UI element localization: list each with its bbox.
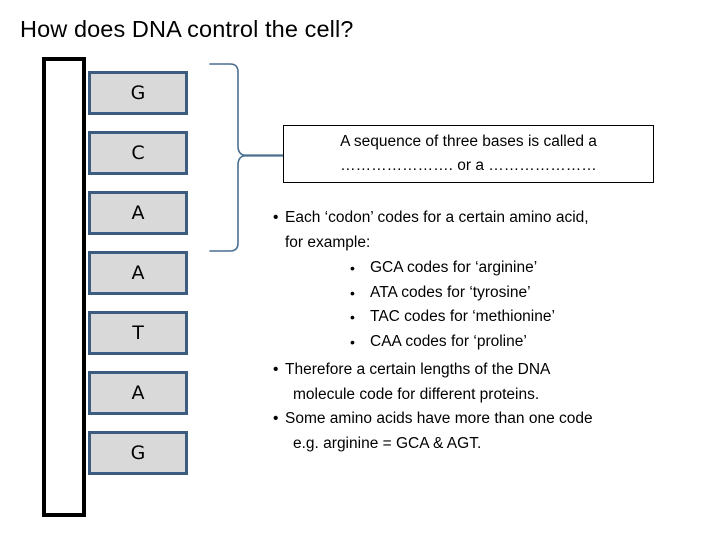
codon-definition-callout: A sequence of three bases is called a ……… — [283, 125, 654, 183]
dna-backbone-strand — [42, 57, 86, 517]
dna-base-stack: G C A A T A G — [88, 71, 188, 491]
base-box-4[interactable]: A — [88, 251, 188, 295]
base-letter: G — [130, 441, 146, 464]
bullet-multiple-codes-line2: e.g. arginine = GCA & AGT. — [293, 434, 482, 452]
base-letter: A — [131, 261, 145, 284]
bullet-codon-intro-line2: for example: — [285, 233, 371, 251]
base-box-7[interactable]: G — [88, 431, 188, 475]
curly-brace-icon — [208, 60, 288, 255]
codon-example-label: TAC codes for ‘methionine’ — [370, 308, 555, 325]
page-title: How does DNA control the cell? — [20, 16, 354, 42]
bullet-codon-intro: Each ‘codon’ codes for a certain amino a… — [272, 206, 692, 255]
base-box-6[interactable]: A — [88, 371, 188, 415]
base-box-5[interactable]: T — [88, 311, 188, 355]
callout-line-2: …………………. or a ………………… — [340, 157, 597, 174]
base-letter: A — [131, 201, 145, 224]
bullet-multiple-codes: Some amino acids have more than one code… — [272, 407, 692, 456]
base-letter: T — [132, 321, 144, 344]
base-box-3[interactable]: A — [88, 191, 188, 235]
callout-line-1: A sequence of three bases is called a — [340, 133, 597, 150]
body-bullet-content: Each ‘codon’ codes for a certain amino a… — [272, 206, 692, 456]
base-box-1[interactable]: G — [88, 71, 188, 115]
codon-example-label: ATA codes for ‘tyrosine’ — [370, 283, 531, 301]
codon-example-list: GCA codes for ‘arginine’ ATA codes for ‘… — [272, 256, 692, 354]
list-item: CAA codes for ‘proline’ — [272, 330, 692, 355]
list-item: TAC codes for ‘methionine’ — [272, 305, 692, 330]
bullet-protein-coding-line2: molecule code for different proteins. — [293, 385, 540, 403]
list-item: GCA codes for ‘arginine’ — [272, 256, 692, 281]
list-item: ATA codes for ‘tyrosine’ — [272, 281, 692, 306]
base-box-2[interactable]: C — [88, 131, 188, 175]
base-letter: G — [130, 81, 146, 104]
codon-example-label: CAA codes for ‘proline’ — [370, 332, 527, 350]
codon-example-label: GCA codes for ‘arginine’ — [370, 259, 538, 276]
bullet-codon-intro-line1: Each ‘codon’ codes for a certain amino a… — [285, 209, 589, 226]
bullet-protein-coding-line1: Therefore a certain lengths of the DNA — [285, 361, 551, 378]
bullet-multiple-codes-line1: Some amino acids have more than one code — [285, 410, 593, 427]
base-letter: A — [131, 381, 145, 404]
bullet-protein-coding: Therefore a certain lengths of the DNA m… — [272, 358, 692, 407]
base-letter: C — [131, 141, 145, 164]
